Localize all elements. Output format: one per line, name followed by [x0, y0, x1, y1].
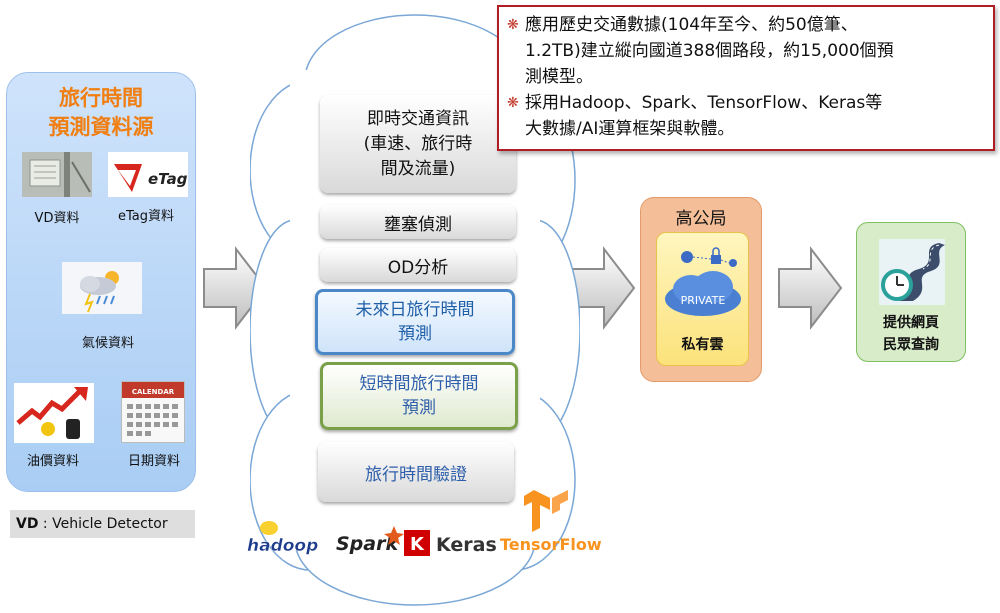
od-analysis-box: OD分析 [320, 248, 516, 282]
hadoop-logo: hadoop [245, 518, 327, 560]
weather-data-label: 氣候資料 [81, 336, 134, 351]
road-clock-icon [879, 239, 945, 305]
future-day-prediction-box: 未來日旅行時間 預測 [315, 289, 515, 355]
data-source-title-line1: 旅行時間 [59, 86, 143, 110]
web-query-label: 提供網頁 民眾查詢 [856, 312, 966, 356]
travel-time-verification-box: 旅行時間驗證 [318, 442, 514, 502]
keras-k-text: K [410, 534, 425, 555]
realtime-line3: 間及流量) [380, 158, 456, 179]
highway-bureau-title: 高公局 [675, 209, 727, 229]
calendar-icon: CALENDAR [121, 381, 185, 443]
realtime-line1: 即時交通資訊 [366, 108, 469, 129]
realtime-line2: (車速、旅行時 [363, 133, 473, 154]
private-cloud-card: PRIVATE [656, 232, 749, 366]
etag-data-label: eTag資料 [117, 209, 174, 224]
vd-abbr: VD [16, 516, 39, 532]
web-label-line1: 提供網頁 [883, 315, 939, 331]
keras-logo: K Keras [404, 528, 498, 562]
info-item1-line3: 測模型。 [525, 67, 593, 87]
bullet-icon: ❋ [507, 17, 519, 33]
spark-logo-text: Spark [336, 533, 399, 555]
web-label-line2: 民眾查詢 [883, 337, 939, 353]
short-term-prediction-box: 短時間旅行時間 預測 [320, 362, 518, 430]
info-item1-line1: 應用歷史交通數據(104年至今、約50億筆、 [525, 15, 858, 35]
tensorflow-logo: TensorFlow [500, 488, 604, 558]
oil-price-chart-icon [14, 383, 94, 443]
vd-full-name: : Vehicle Detector [42, 516, 168, 532]
short-line2: 預測 [402, 398, 436, 418]
oil-price-data-label: 油價資料 [26, 454, 79, 469]
spark-logo: Spark [336, 522, 404, 562]
congestion-detection-box: 壅塞偵測 [320, 205, 516, 239]
tensorflow-logo-text: TensorFlow [500, 535, 602, 554]
info-item-2: ❋ 採用Hadoop、Spark、TensorFlow、Keras等 大數據/A… [507, 90, 985, 142]
future-line1: 未來日旅行時間 [355, 300, 475, 320]
realtime-traffic-info-box: 即時交通資訊 (車速、旅行時 間及流量) [320, 95, 516, 193]
data-source-title: 旅行時間 預測資料源 [6, 84, 196, 142]
bullet-icon: ❋ [507, 95, 519, 111]
web-query-panel [856, 222, 966, 362]
vd-data-label: VD資料 [34, 211, 80, 226]
weather-icon [62, 262, 142, 314]
etag-logo-text: eTag [148, 170, 188, 188]
short-line1: 短時間旅行時間 [359, 374, 479, 394]
info-item1-line2: 1.2TB)建立縱向國道388個路段，約15,000個預 [525, 41, 894, 61]
info-item2-line1: 採用Hadoop、Spark、TensorFlow、Keras等 [525, 93, 883, 113]
info-item-1: ❋ 應用歷史交通數據(104年至今、約50億筆、 1.2TB)建立縱向國道388… [507, 12, 985, 90]
arrow-right-icon [778, 246, 843, 330]
info-callout-box: ❋ 應用歷史交通數據(104年至今、約50億筆、 1.2TB)建立縱向國道388… [497, 5, 995, 151]
private-cloud-icon: PRIVATE [665, 247, 741, 316]
hadoop-logo-text: hadoop [247, 536, 318, 556]
vd-detector-image [22, 152, 92, 197]
vd-abbreviation-note: VD : Vehicle Detector [10, 510, 195, 538]
etag-logo-image: eTag [108, 152, 188, 197]
calendar-header-text: CALENDAR [132, 388, 175, 396]
private-text: PRIVATE [681, 294, 726, 307]
keras-logo-text: Keras [436, 534, 497, 556]
private-cloud-label: 私有雲 [681, 337, 724, 353]
data-source-title-line2: 預測資料源 [48, 115, 154, 139]
info-item2-line2: 大數據/AI運算框架與軟體。 [525, 119, 735, 139]
future-line2: 預測 [398, 324, 432, 344]
date-data-label: 日期資料 [127, 454, 180, 469]
